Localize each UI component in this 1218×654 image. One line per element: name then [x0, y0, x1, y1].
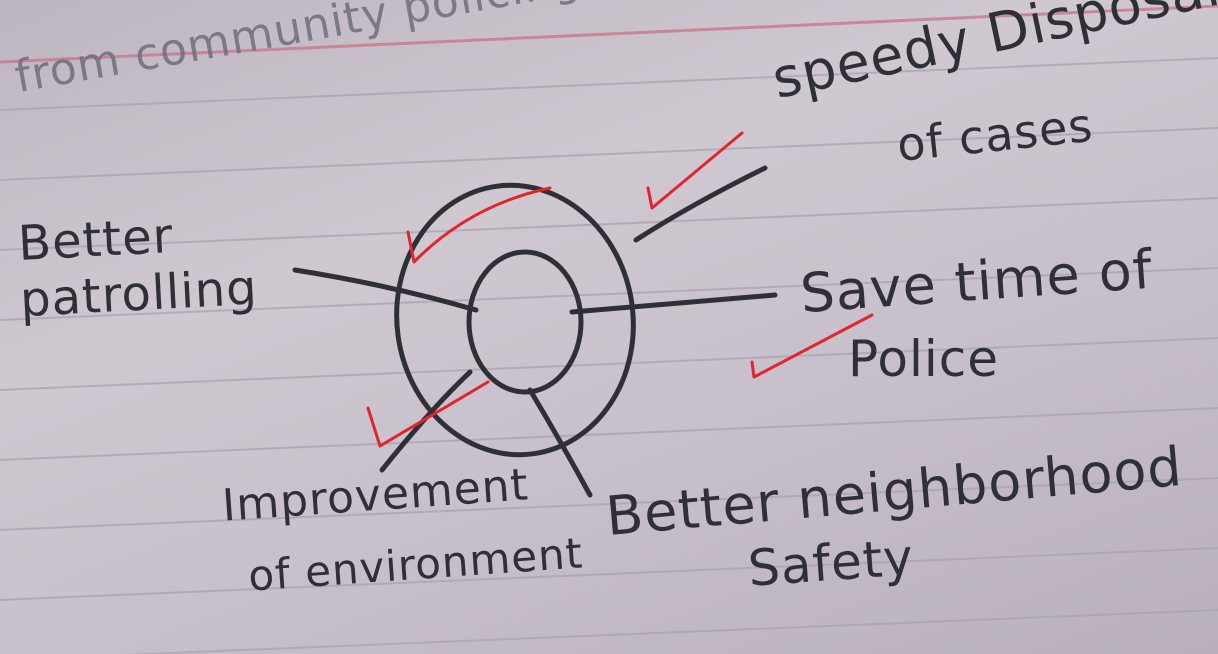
spoke-save-time [572, 295, 775, 312]
spoke-neighborhood-safety [530, 390, 590, 495]
inner-circle [469, 252, 581, 392]
check-mark-speedy-disposal [648, 133, 742, 208]
spoke-improvement [382, 372, 470, 470]
branch-better-patrolling-line-1: Better [17, 208, 175, 272]
branch-save-time-line-2: Police [848, 330, 999, 388]
diagram [295, 168, 775, 495]
branch-neighborhood-safety-line-2: Safety [746, 528, 916, 597]
